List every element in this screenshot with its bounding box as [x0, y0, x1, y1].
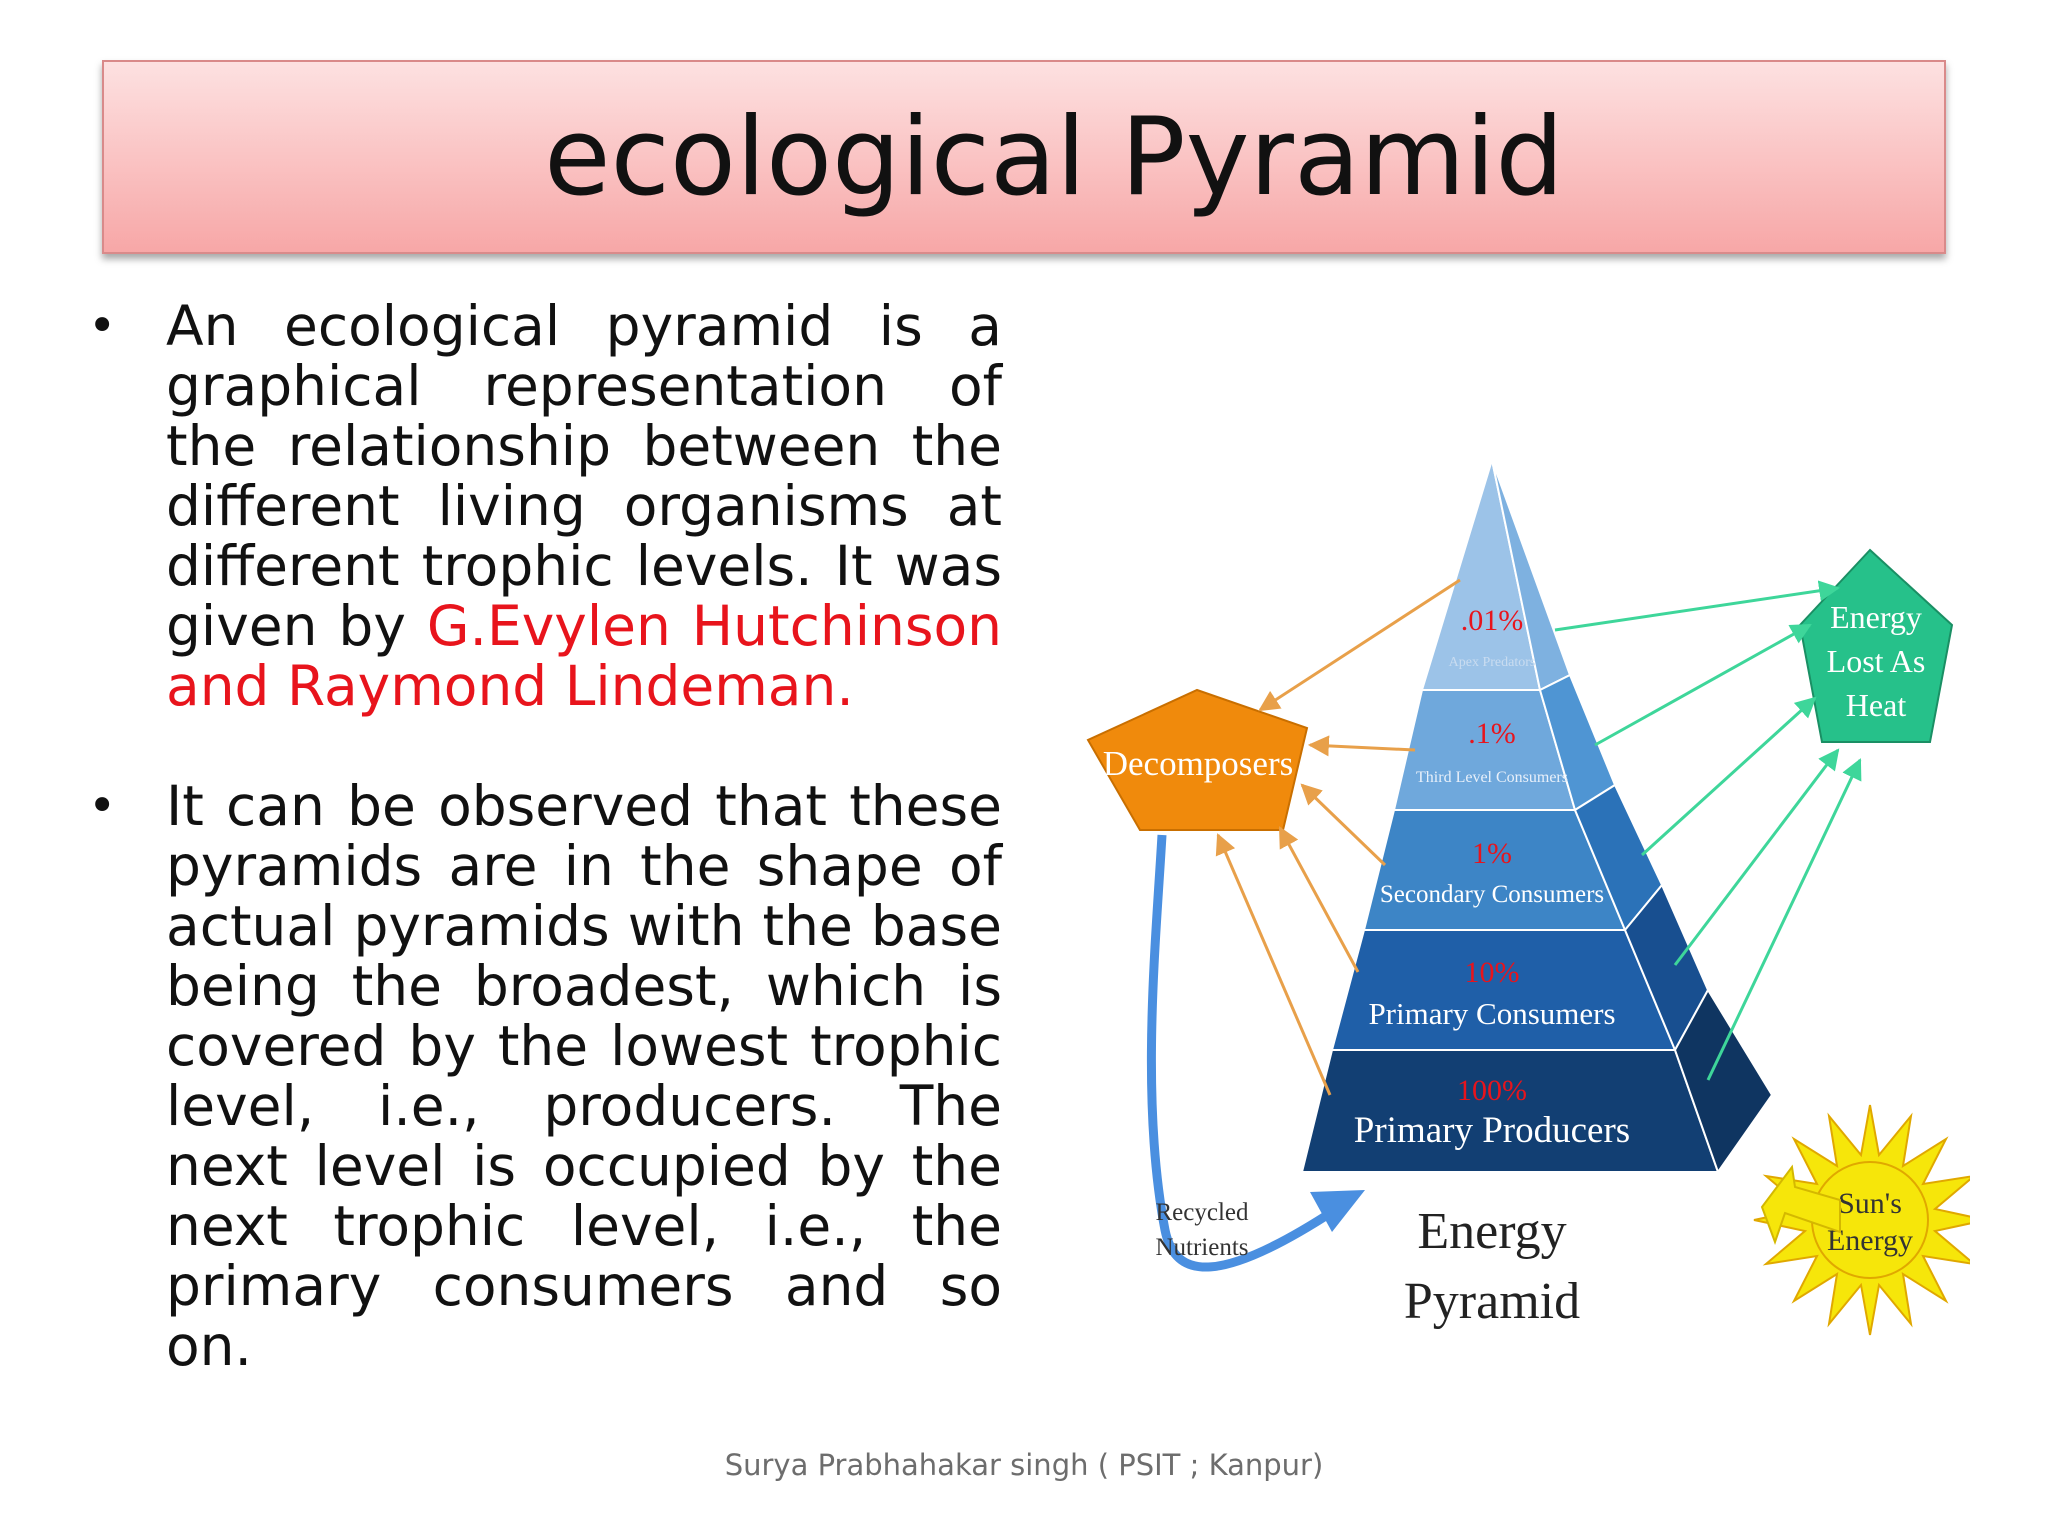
arrow-secondary-to-heat: [1640, 696, 1817, 857]
arrow-primary-to-decomposers: [1278, 826, 1360, 973]
pyramid-caption-line1: Energy: [1417, 1203, 1566, 1260]
decomposers-shape: [1086, 688, 1309, 831]
pyramid-tier-primary-consumers: [1330, 929, 1677, 1051]
arrow-recycled-nutrients-head: [1310, 1190, 1365, 1232]
arrow-producers-to-decomposers: [1215, 833, 1332, 1096]
slide-footer: Surya Prabhahakar singh ( PSIT ; Kanpur): [724, 1448, 1324, 1482]
slide-title: ecological Pyramid: [544, 94, 1564, 220]
heat-label-line3: Heat: [1846, 687, 1907, 723]
arrow-primary-to-heat: [1673, 748, 1840, 966]
tier-label-primary-consumers: Primary Consumers: [1368, 996, 1615, 1031]
arrow-secondary-to-decomposers: [1300, 783, 1387, 867]
tier-percent-primary-consumers: 10%: [1465, 956, 1520, 989]
pyramid-caption-line2: Pyramid: [1404, 1273, 1580, 1330]
bullet-highlight-authors: G.Evylen Hutchinson and Raymond Lindeman…: [166, 594, 1002, 718]
bullet-icon: •: [88, 778, 117, 834]
tier-label-producers: Primary Producers: [1354, 1110, 1630, 1151]
tier-percent-third: .1%: [1468, 717, 1516, 750]
energy-pyramid-diagram: .01% Apex Predators .1% Third Level Cons…: [1086, 459, 1970, 1336]
arrow-third-to-decomposers: [1307, 735, 1416, 757]
heat-label-line1: Energy: [1830, 599, 1922, 635]
tier-label-apex: Apex Predators: [1449, 655, 1536, 670]
bullet-text-2: It can be observed that these pyramids a…: [166, 774, 1002, 1378]
bullet-item-2: • It can be observed that these pyramids…: [82, 776, 1002, 1376]
bullet-list: • An ecological pyramid is a graphical r…: [82, 296, 1002, 1376]
sun-label-line1: Sun's: [1838, 1187, 1902, 1220]
tier-label-secondary: Secondary Consumers: [1380, 881, 1604, 908]
arrow-third-to-heat: [1594, 623, 1812, 747]
tier-percent-apex: .01%: [1461, 604, 1524, 637]
tier-label-third: Third Level Consumers: [1416, 769, 1568, 786]
heat-label-line2: Lost As: [1827, 643, 1926, 679]
recycled-label-line2: Nutrients: [1155, 1234, 1248, 1261]
decomposers-label: Decomposers: [1103, 744, 1294, 783]
bullet-text-1: An ecological pyramid is a graphical rep…: [166, 294, 1002, 658]
tier-percent-secondary: 1%: [1472, 837, 1512, 870]
bullet-icon: •: [88, 298, 117, 354]
pyramid-side-producers: [1673, 988, 1774, 1175]
title-banner: ecological Pyramid: [102, 60, 1946, 254]
sun-label-line2: Energy: [1827, 1224, 1913, 1257]
arrow-producers-to-heat: [1706, 758, 1862, 1081]
arrow-apex-to-decomposers: [1258, 578, 1461, 712]
arrow-sun-to-producers: [1760, 1164, 1841, 1245]
arrow-recycled-nutrients: [1146, 834, 1338, 1272]
tier-percent-producers: 100%: [1457, 1074, 1527, 1107]
recycled-label-line1: Recycled: [1155, 1199, 1249, 1226]
bullet-item-1: • An ecological pyramid is a graphical r…: [82, 296, 1002, 716]
arrow-apex-to-heat: [1554, 580, 1841, 632]
